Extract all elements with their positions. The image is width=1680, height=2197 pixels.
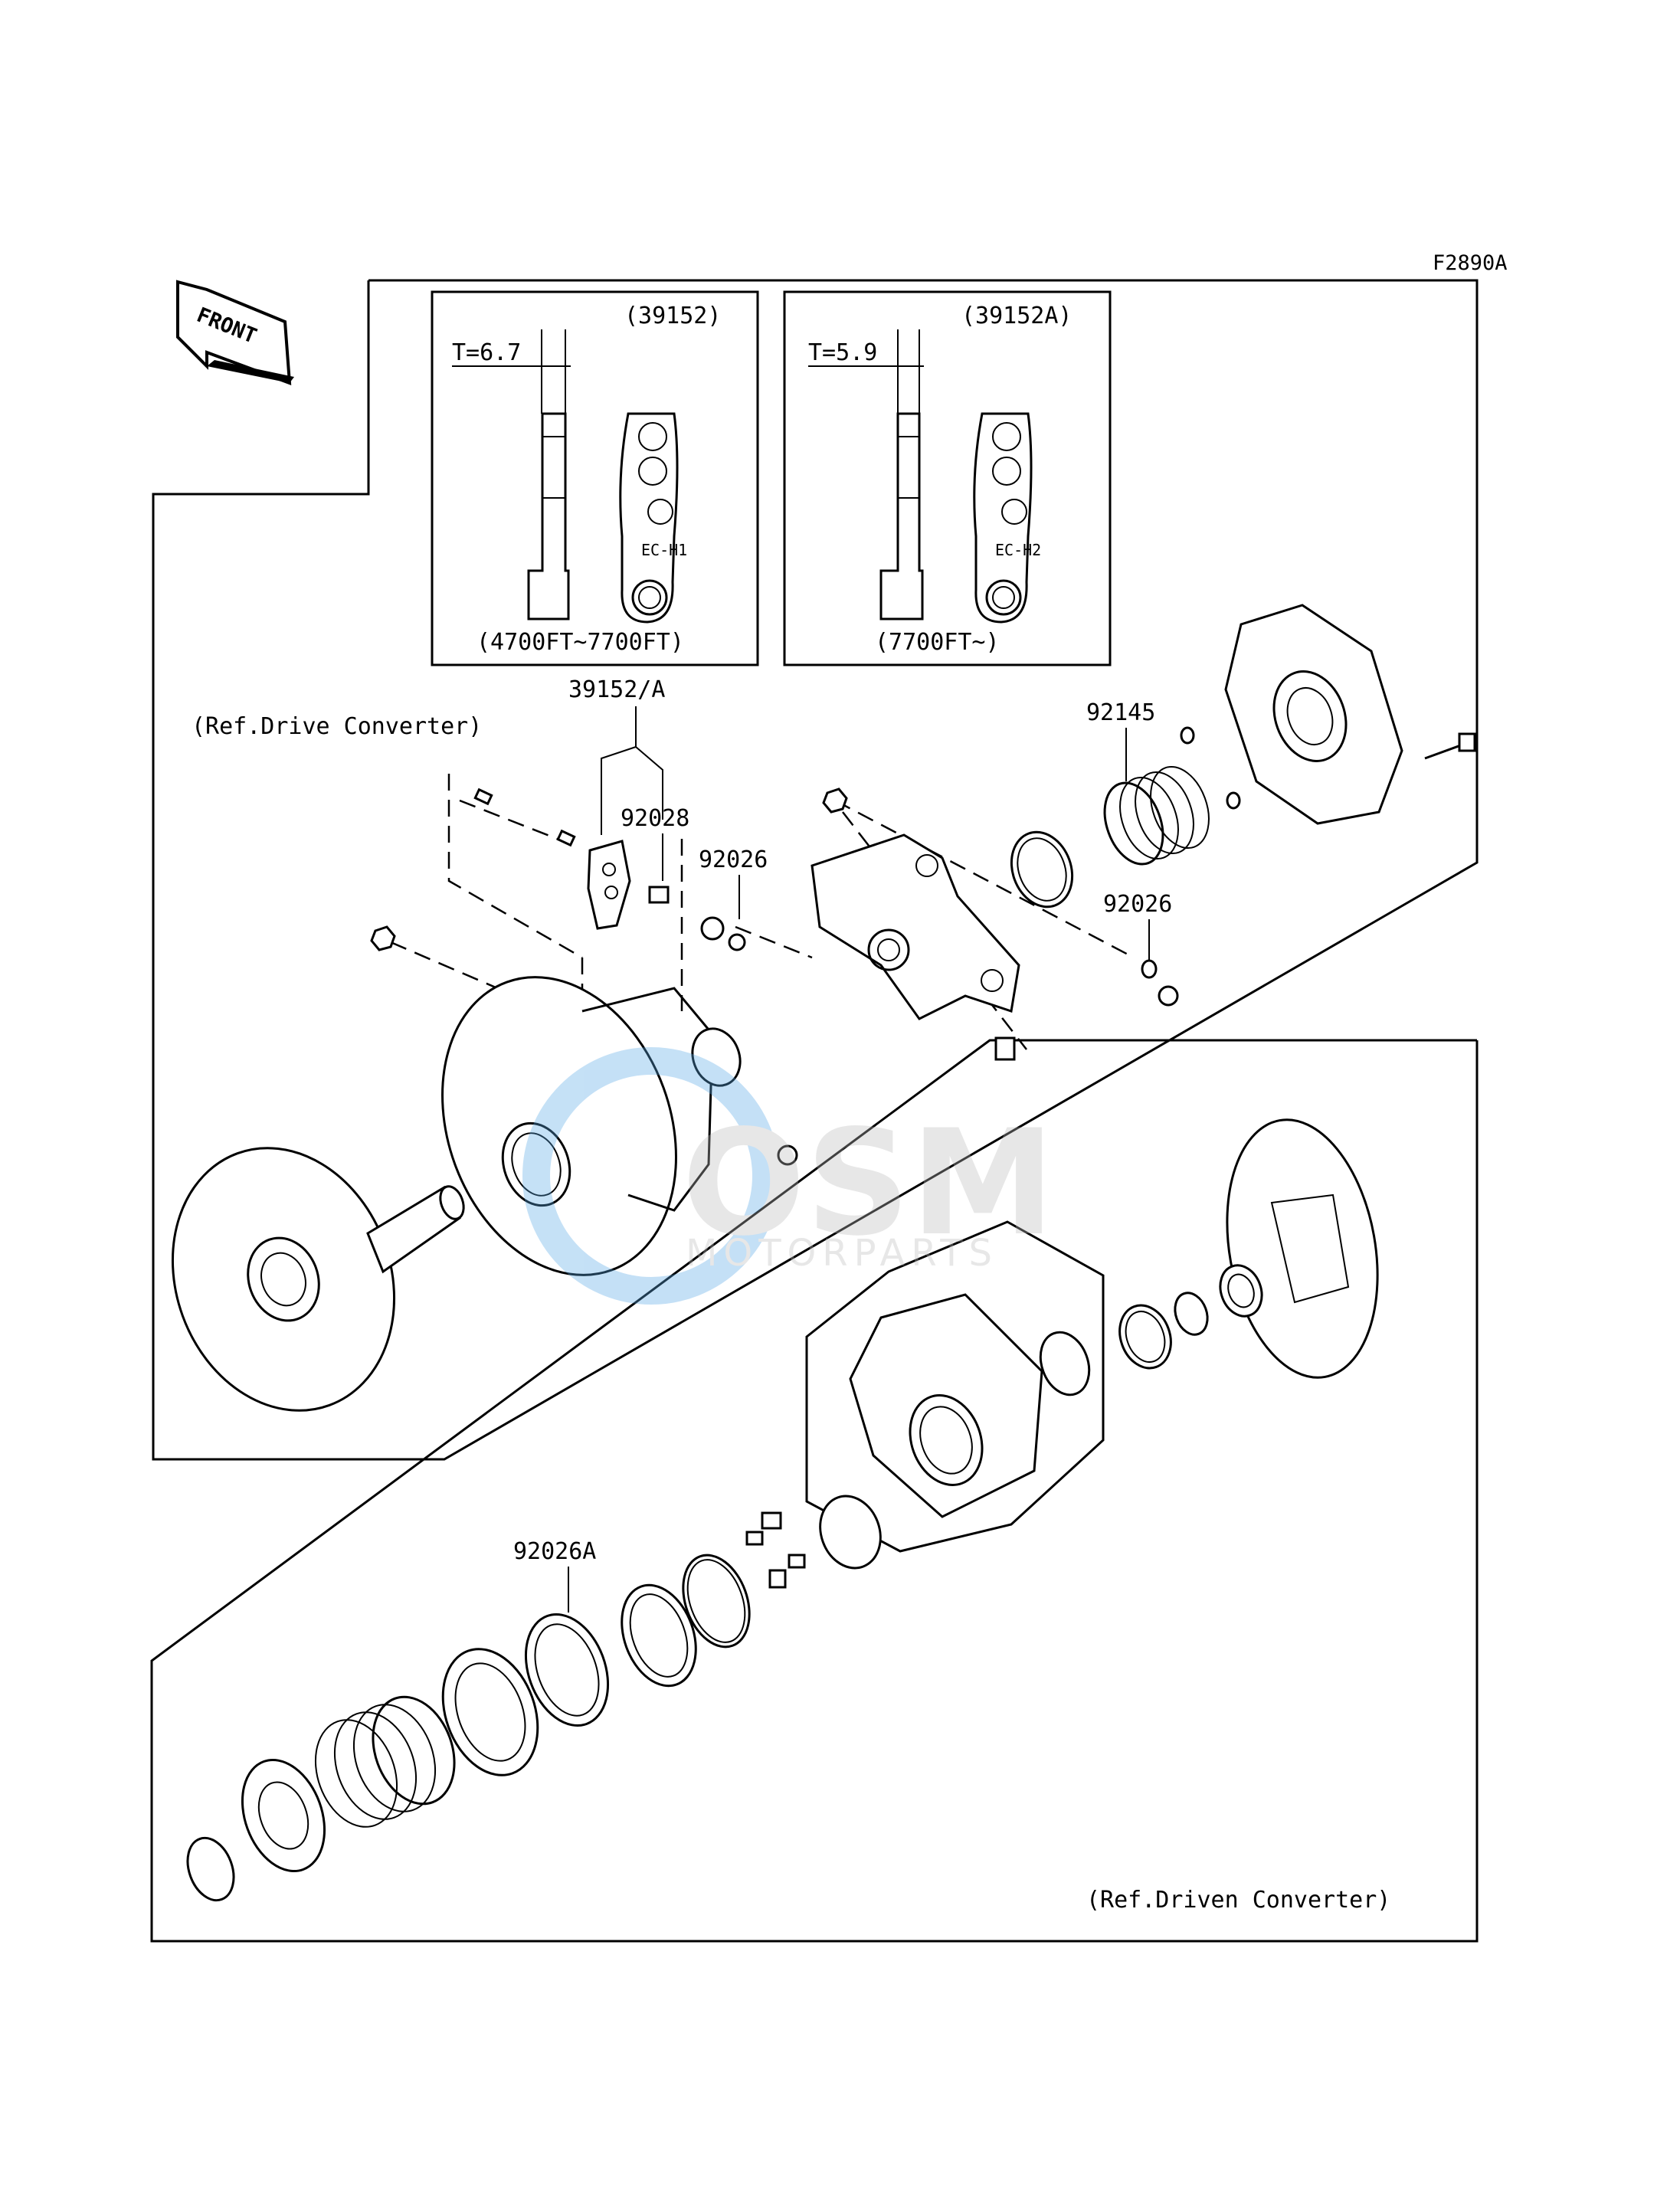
cover-part — [1224, 604, 1403, 825]
drive-converter-parts — [171, 604, 1476, 1412]
inset-39152-thickness: T=6.7 — [452, 339, 521, 366]
driven-sheave — [1226, 1118, 1379, 1379]
inset-39152A-code: EC-H2 — [995, 541, 1041, 559]
drive-converter-boundary — [152, 279, 1479, 1461]
ref-drive-converter: (Ref.Drive Converter) — [192, 713, 482, 740]
driven-converter-boundary — [150, 1039, 1479, 1943]
spring-92145 — [1103, 765, 1210, 866]
callout-92026-upper: 92026 — [699, 846, 768, 873]
inset-39152-code: EC-H1 — [641, 541, 687, 559]
inset-39152A-range: (7700FT~) — [875, 629, 1000, 656]
watermark-sub: MOTORPARTS — [686, 1232, 998, 1275]
inset-39152A-thickness: T=5.9 — [808, 339, 877, 366]
callout-92028: 92028 — [621, 805, 689, 832]
watermark-brand: OSM — [682, 1098, 1055, 1268]
driven-converter-parts — [186, 1118, 1379, 1902]
inset-39152-part: (39152) — [624, 303, 721, 329]
driven-spring — [314, 1695, 456, 1828]
inset-39152A: (39152A) T=5.9 EC-H2 (7700FT~) — [783, 290, 1112, 666]
callout-92026-right: 92026 — [1103, 891, 1172, 918]
weight-part — [587, 840, 631, 930]
front-arrow-icon: FRONT — [176, 280, 294, 385]
inset-39152-range: (4700FT~7700FT) — [476, 629, 684, 656]
fixed-sheave — [171, 1147, 396, 1412]
callout-39152A: 39152/A — [568, 676, 665, 703]
inset-39152: (39152) T=6.7 EC-H1 (4700FT~7700FT) — [431, 290, 759, 666]
spider-part — [811, 833, 1020, 1020]
ref-driven-converter: (Ref.Driven Converter) — [1086, 1887, 1390, 1914]
movable-sheave — [441, 976, 677, 1276]
callout-92026A: 92026A — [513, 1538, 596, 1565]
callout-92145: 92145 — [1086, 699, 1155, 726]
inset-39152A-part: (39152A) — [961, 303, 1073, 329]
watermark-logo: OSM MOTORPARTS — [522, 1047, 1055, 1305]
figure-code: F2890A — [1433, 251, 1508, 275]
